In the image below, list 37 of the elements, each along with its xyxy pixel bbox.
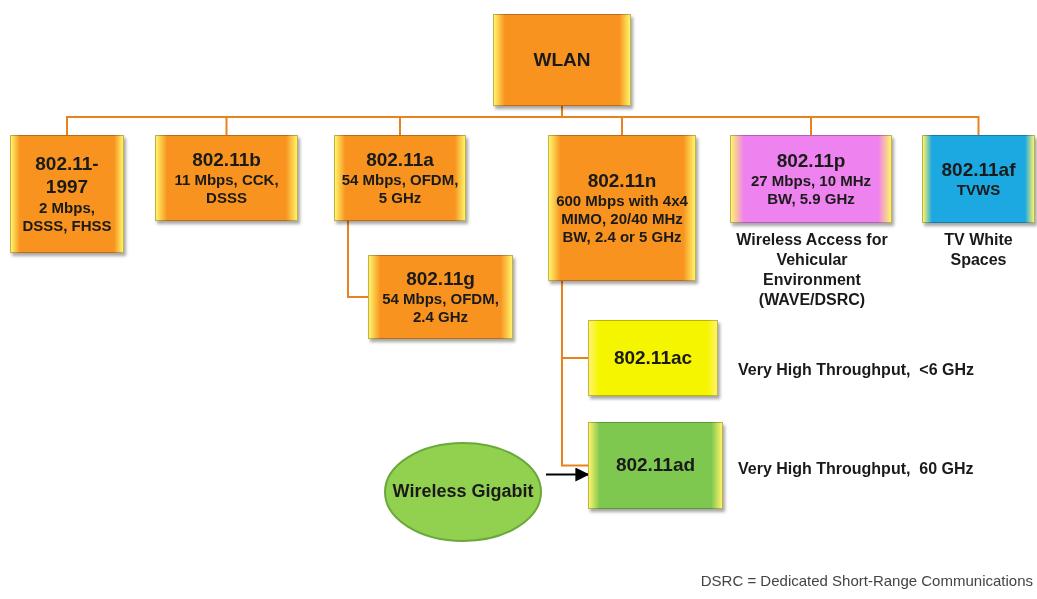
box-detail: 54 Mbps, OFDM, 2.4 GHz — [381, 290, 500, 327]
standard-box — [493, 14, 631, 106]
box-detail: TVWS — [955, 181, 1002, 200]
standard-box — [588, 422, 723, 509]
box-title: Wireless Gigabit — [391, 481, 535, 503]
standard-box — [922, 135, 1035, 223]
standard-box — [730, 135, 892, 223]
box-detail: 2 Mbps, DSSS, FHSS — [21, 198, 113, 235]
box-title: WLAN — [532, 48, 592, 72]
box-title: 802.11p — [775, 149, 847, 173]
footnote: DSRC = Dedicated Short-Range Communications — [700, 572, 1033, 589]
box-title: 802.11b — [191, 148, 262, 172]
standard-box — [334, 135, 466, 221]
box-detail: 600 Mbps with 4x4 MIMO, 20/40 MHz BW, 2.4 or 5 GHz — [555, 192, 689, 247]
standard-box — [548, 135, 696, 281]
box-detail: 54 Mbps, OFDM, 5 GHz — [340, 171, 460, 208]
standard-box — [10, 135, 124, 253]
box-title: 802.11af — [940, 158, 1017, 182]
standard-box — [368, 255, 513, 339]
node-caption: TV White Spaces — [943, 230, 1014, 270]
box-title: 802.11g — [405, 267, 476, 291]
node-caption: Wireless Access for Vehicular Environment (WAVE/DSRC) — [735, 230, 889, 310]
box-detail: 27 Mbps, 10 MHz BW, 5.9 GHz — [750, 172, 872, 209]
standard-box — [155, 135, 298, 221]
box-title: 802.11- 1997 — [34, 153, 100, 199]
node-caption: Very High Throughput, 60 GHz — [738, 459, 975, 479]
connector-line — [561, 280, 589, 467]
box-detail: 11 Mbps, CCK, DSSS — [173, 171, 280, 208]
ellipse-node — [382, 440, 544, 544]
box-title: 802.11ac — [612, 346, 694, 370]
connector-line — [347, 220, 369, 298]
arrow — [545, 467, 590, 482]
box-title: 802.11a — [365, 148, 435, 172]
box-title: 802.11n — [586, 169, 658, 193]
node-caption: Very High Throughput, <6 GHz — [738, 360, 975, 380]
standard-box — [588, 320, 718, 396]
box-title: 802.11ad — [614, 454, 697, 477]
